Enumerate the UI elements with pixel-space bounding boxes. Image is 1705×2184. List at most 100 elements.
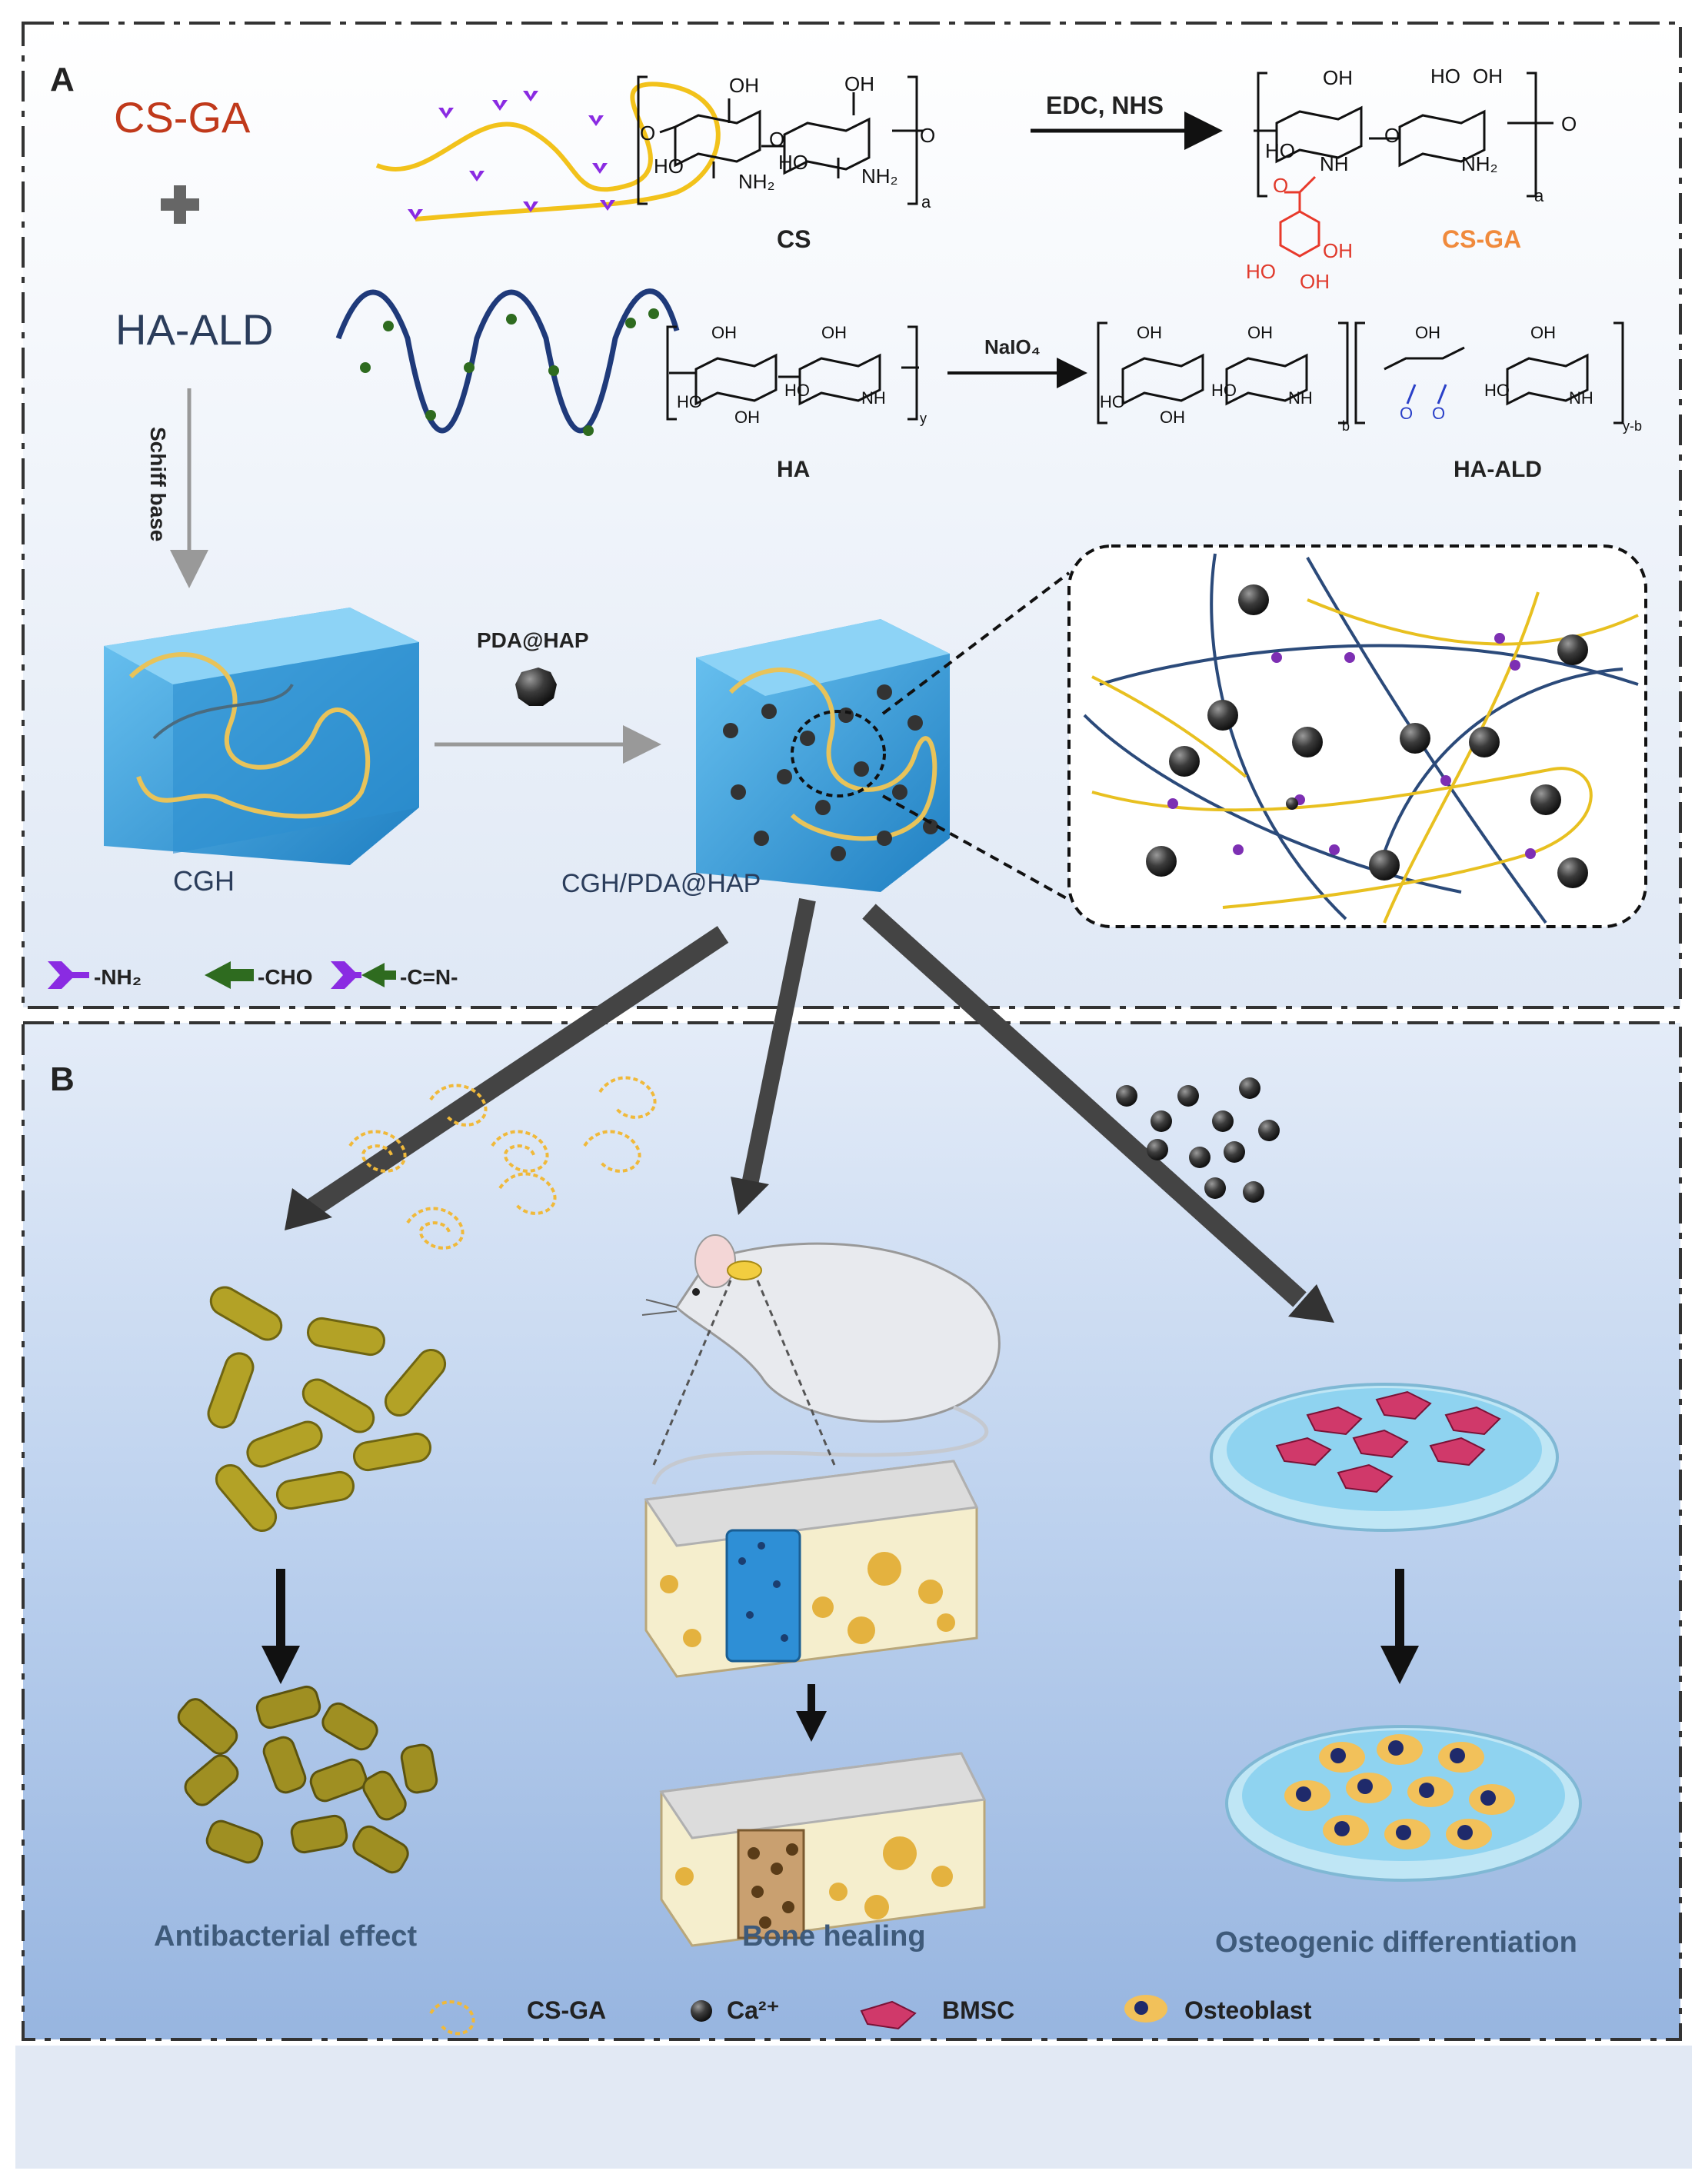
reagent-ha-ald: HA-ALD (115, 305, 273, 354)
zoom-line-top (881, 571, 1071, 715)
bacteria-damaged (177, 1685, 438, 1874)
hald-sub-yb: y-b (1623, 418, 1642, 434)
cs-nh2-2: NH₂ (861, 165, 898, 188)
cs-ho-2: HO (778, 151, 808, 174)
cs-oh-1: OH (729, 74, 759, 97)
floating-ca-spheres (1116, 1077, 1280, 1203)
csga-oh-1: OH (1323, 66, 1353, 89)
mouse-illustration (641, 1234, 1001, 1485)
csga-nh: NH (1320, 152, 1349, 175)
bacteria-intact (207, 1286, 447, 1533)
pda-hap-particle-icon (515, 668, 557, 706)
zoom-line-bottom (882, 794, 1070, 901)
panel-a: A CS-GA HA-ALD Schiff base (22, 22, 1682, 1009)
nh2-icon (48, 961, 89, 989)
legend-osteoblast: Osteoblast (1184, 1996, 1312, 2024)
hald-ald-o-2: O (1432, 404, 1445, 423)
csga-sub-a: a (1534, 186, 1544, 205)
csga-ho-2: HO (1265, 139, 1295, 162)
panel-a-legend: -NH₂ -CHO -C=N- (48, 961, 458, 989)
petri-dish-osteoblast (1225, 1725, 1582, 1882)
ha-ho-1: HO (677, 392, 702, 411)
hald-nh-2: NH (1569, 388, 1593, 408)
naio4-label: NaIO₄ (984, 335, 1041, 358)
legend-cn: -C=N- (400, 965, 458, 989)
csga-ga-oh-2: OH (1300, 270, 1330, 293)
outcome-antibacterial: Antibacterial effect (154, 1920, 417, 1953)
cs-oh-2: OH (844, 72, 874, 95)
ha-chain-illustration (335, 288, 680, 436)
hald-ho-3: HO (1484, 381, 1510, 400)
schiff-base-label: Schiff base (146, 427, 170, 541)
cs-structure (637, 75, 923, 205)
plus-icon (161, 185, 199, 224)
cs-o-left: O (640, 122, 655, 145)
pda-hap-label: PDA@HAP (477, 628, 589, 652)
gallic-acid-group (1279, 175, 1320, 258)
cgh-pda-hap-label: CGH/PDA@HAP (561, 869, 761, 898)
outcome-arrows (285, 897, 1334, 1323)
ha-structure (666, 325, 919, 421)
legend-osteoblast-icon (1124, 1995, 1167, 2023)
cs-sub-a: a (921, 192, 931, 211)
cgh-label: CGH (173, 865, 235, 897)
cs-o-bridge: O (769, 128, 784, 151)
csga-carbonyl-o: O (1273, 174, 1288, 197)
hald-ald-o-1: O (1400, 404, 1413, 423)
ha-oh-3: OH (734, 408, 760, 427)
network-inset (1067, 544, 1647, 928)
hald-oh-5: OH (1160, 408, 1185, 427)
cs-ga-structure-label: CS-GA (1442, 225, 1521, 253)
panel-b: B (22, 897, 1682, 2041)
healed-bone (659, 1752, 987, 1947)
outcome-osteogenic: Osteogenic differentiation (1215, 1926, 1577, 1959)
panel-a-label: A (50, 61, 75, 98)
csga-oh-2: OH (1473, 65, 1503, 88)
hald-nh-1: NH (1288, 388, 1313, 408)
inset-particles (1146, 584, 1588, 888)
footer-band (15, 2046, 1692, 2169)
ha-label: HA (777, 457, 810, 482)
c-n-linkage-icon (331, 961, 396, 989)
cs-chain-illustration (375, 82, 721, 221)
panel-b-label: B (50, 1060, 75, 1098)
ha-ald-structure (1097, 321, 1624, 424)
bone-with-implant (644, 1460, 979, 1678)
cho-icon (205, 961, 254, 989)
legend-cs-ga-icon (429, 2000, 475, 2036)
hald-oh-1: OH (1137, 323, 1162, 342)
legend-ca-icon (691, 2000, 712, 2022)
aldehyde-groups (1406, 384, 1447, 405)
legend-bmsc: BMSC (942, 1996, 1014, 2024)
panel-b-legend: CS-GA Ca²⁺ BMSC Osteoblast (429, 1995, 1312, 2036)
hald-oh-2: OH (1247, 323, 1273, 342)
cs-nh2-1: NH₂ (738, 170, 775, 193)
edc-nhs-label: EDC, NHS (1046, 92, 1164, 119)
cs-o-right: O (920, 124, 935, 147)
csga-ho-1: HO (1430, 65, 1460, 88)
csga-o-right: O (1561, 112, 1577, 135)
legend-ca: Ca²⁺ (727, 1996, 779, 2024)
petri-dish-bmsc (1210, 1383, 1559, 1532)
hald-oh-4: OH (1530, 323, 1556, 342)
cgh-hydrogel (104, 608, 419, 865)
ha-oh-2: OH (821, 323, 847, 342)
csga-o-bridge: O (1384, 124, 1400, 147)
ha-ald-label: HA-ALD (1454, 457, 1542, 482)
reagent-cs-ga: CS-GA (114, 93, 251, 141)
ha-sub-y: y (920, 411, 927, 426)
hald-ho-1: HO (1100, 392, 1125, 411)
legend-cho: -CHO (258, 965, 313, 989)
legend-bmsc-icon (860, 2000, 917, 2030)
legend-cs-ga: CS-GA (527, 1996, 606, 2024)
cs-ho-1: HO (654, 155, 684, 178)
cs-ga-structure (1254, 72, 1553, 198)
hald-sub-b: b (1342, 418, 1350, 434)
csga-ga-ho: HO (1246, 260, 1276, 283)
ha-nh: NH (861, 388, 886, 408)
cs-label: CS (777, 225, 811, 253)
hald-ho-2: HO (1211, 381, 1237, 400)
csga-ga-oh-1: OH (1323, 239, 1353, 262)
cgh-pda-hap-hydrogel (696, 619, 950, 892)
ha-ho-2: HO (784, 381, 810, 400)
